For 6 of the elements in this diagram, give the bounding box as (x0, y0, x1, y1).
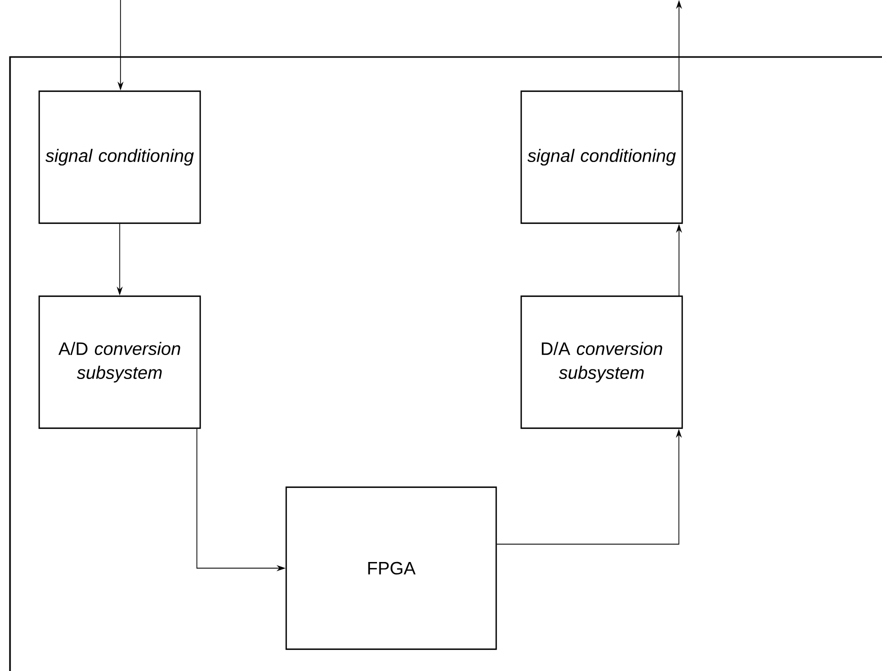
process-box: signal conditioning (38, 90, 201, 224)
process-box: signal conditioning (520, 90, 683, 224)
process-box: FPGA (286, 486, 497, 650)
board-frame (9, 56, 882, 671)
process-box: D/A conversion subsystem (520, 296, 683, 429)
process-box: A/D conversion subsystem (38, 296, 201, 429)
